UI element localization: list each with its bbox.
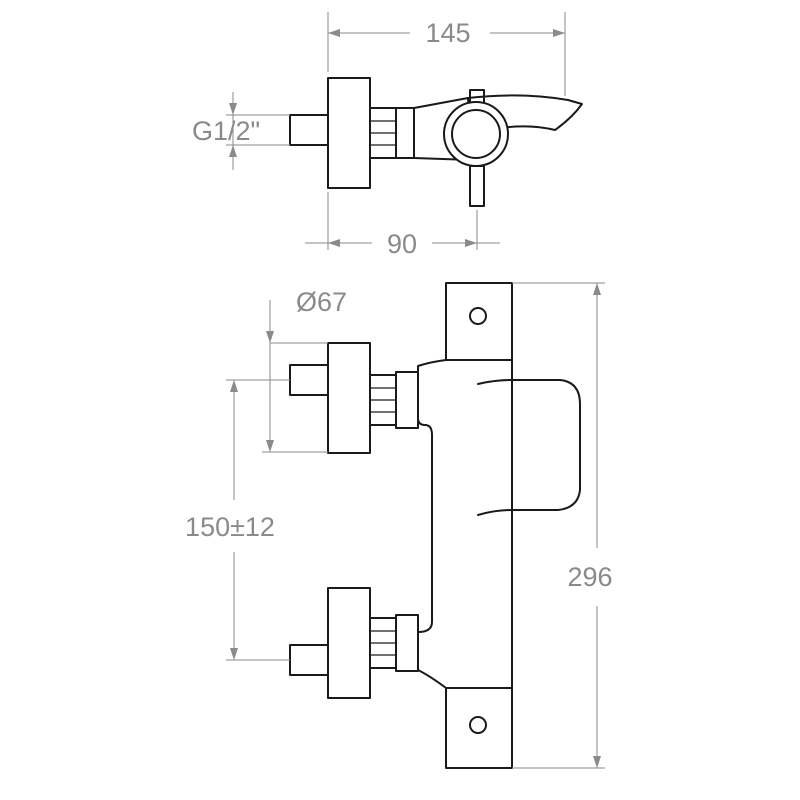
front-control-handle bbox=[477, 379, 581, 516]
dimension-width-top: 145 bbox=[327, 12, 566, 96]
top-cartridge-outer bbox=[443, 101, 509, 167]
front-view bbox=[289, 282, 581, 769]
front-top-cap bbox=[445, 282, 513, 361]
front-upper-inlet-stub bbox=[289, 364, 331, 396]
top-cartridge-inner bbox=[451, 109, 501, 159]
top-hex-nut bbox=[369, 107, 397, 159]
dimension-flange-diameter: Ø67 bbox=[262, 287, 347, 453]
dimension-center-distance: 150±12 bbox=[185, 379, 290, 661]
front-upper-inlet bbox=[289, 342, 419, 454]
dimension-height-label: 296 bbox=[567, 562, 612, 592]
top-flange bbox=[327, 77, 371, 189]
front-upper-collar bbox=[395, 371, 419, 429]
dimension-depth-top: 90 bbox=[305, 192, 500, 259]
top-outlet-stem bbox=[469, 165, 485, 207]
front-bottom-cap bbox=[445, 687, 513, 769]
front-body-bottom-neck bbox=[417, 669, 447, 689]
front-upper-hex-nut bbox=[369, 374, 397, 426]
dimension-width-top-label: 145 bbox=[425, 18, 470, 48]
front-upper-flange bbox=[327, 342, 371, 454]
top-neck bbox=[395, 107, 415, 159]
front-lower-hex-nut bbox=[369, 617, 397, 669]
dimension-thread: G1/2" bbox=[192, 92, 290, 170]
front-bottom-screw-hole bbox=[469, 716, 487, 734]
dimension-depth-top-label: 90 bbox=[387, 229, 417, 259]
top-inlet-stub bbox=[289, 114, 331, 146]
dimension-center-distance-label: 150±12 bbox=[185, 512, 275, 542]
front-lower-inlet-stub bbox=[289, 644, 331, 676]
front-lower-collar bbox=[395, 614, 419, 672]
top-view bbox=[289, 77, 583, 207]
dimension-height: 296 bbox=[512, 282, 613, 769]
dimension-flange-diameter-label: Ø67 bbox=[296, 287, 347, 317]
front-body-top-neck bbox=[417, 359, 447, 377]
front-body bbox=[417, 375, 433, 671]
front-lower-inlet bbox=[289, 587, 419, 699]
front-top-screw-hole bbox=[469, 307, 487, 325]
dimension-thread-label: G1/2" bbox=[192, 116, 260, 146]
top-lever-handle bbox=[467, 94, 583, 131]
front-lower-flange bbox=[327, 587, 371, 699]
